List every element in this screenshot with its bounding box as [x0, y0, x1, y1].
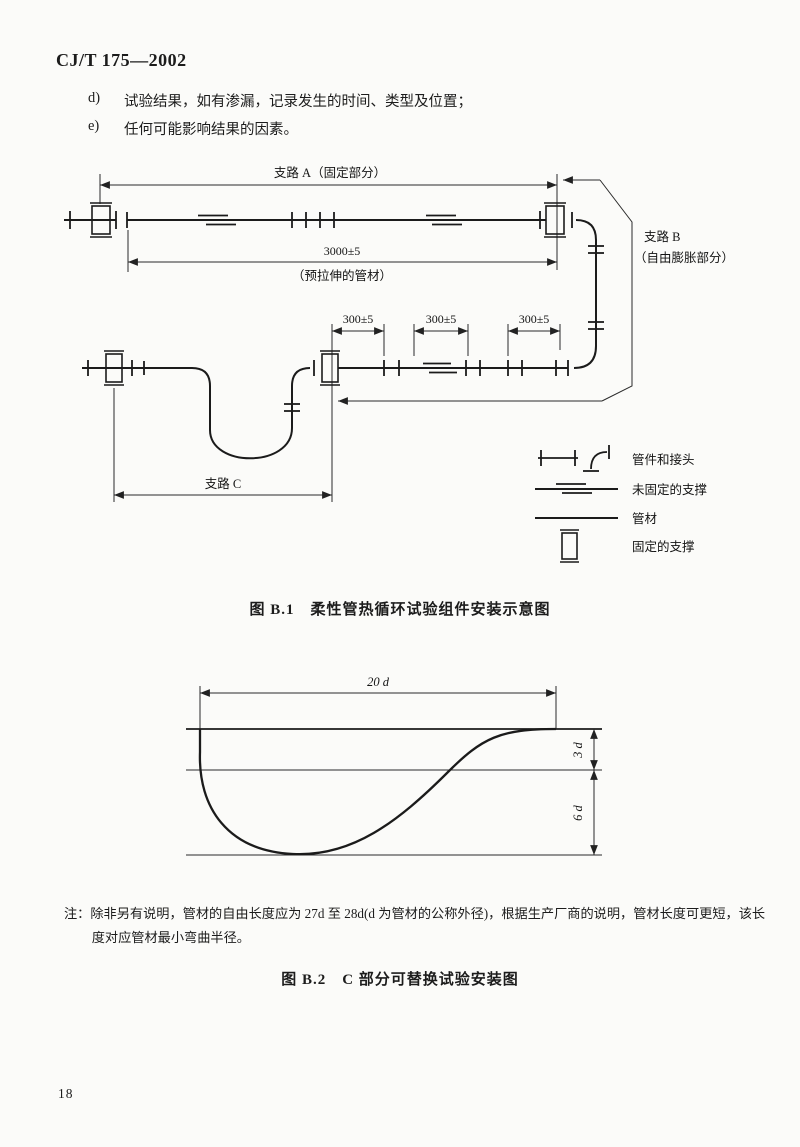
branch-b-label-2: （自由膨胀部分）: [634, 250, 734, 265]
branch-b-bracket: 支路 B （自由膨胀部分）: [338, 176, 734, 405]
dimension-3000: 3000±5 （预拉伸的管材）: [127, 230, 557, 283]
fixed-support-symbol: [544, 202, 566, 238]
dimension-6d: 6 d: [571, 770, 598, 855]
branch-a-pipe: [64, 202, 597, 241]
dim-300-label-1: 300±5: [343, 312, 374, 326]
dim-3000-sublabel: （预拉伸的管材）: [292, 268, 392, 283]
dimension-branch-c: 支路 C: [113, 388, 332, 502]
list-item-e: e) 任何可能影响结果的因素。: [88, 118, 298, 139]
branch-c-label: 支路 C: [205, 476, 241, 491]
dim-3d-label: 3 d: [571, 741, 585, 758]
page-number: 18: [58, 1086, 74, 1101]
legend-unfixed-support-icon: [535, 483, 618, 494]
figure-b1-diagram: 支路 A（固定部分）: [64, 165, 734, 563]
fixed-support-symbol: [320, 350, 340, 386]
dimension-branch-a: 支路 A（固定部分）: [99, 165, 558, 270]
dim-300-label-2: 300±5: [426, 312, 457, 326]
figure-b2-diagram: 20 d 3 d 6 d: [186, 675, 602, 856]
unfixed-support-symbol: [198, 214, 236, 226]
legend-label-pipe: 管材: [632, 511, 657, 526]
legend-label-fixed-support: 固定的支撑: [632, 539, 695, 554]
dim-20d-label: 20 d: [367, 675, 390, 689]
fixed-support-symbol: [90, 202, 112, 238]
list-marker-e: e): [88, 118, 100, 134]
figure-b1-legend: 管件和接头 未固定的支撑 管材 固定的支撑: [535, 445, 708, 563]
list-item-d: d) 试验结果，如有渗漏，记录发生的时间、类型及位置；: [88, 90, 472, 111]
figure-b1-caption: 图 B.1 柔性管热循环试验组件安装示意图: [249, 602, 551, 618]
dim-300-label-3: 300±5: [519, 312, 550, 326]
standard-number: CJ/T 175—2002: [56, 50, 187, 70]
unfixed-support-symbol: [426, 214, 462, 226]
middle-pipe: [320, 350, 568, 386]
legend-fixed-support-icon: [560, 529, 579, 563]
branch-a-label: 支路 A（固定部分）: [274, 165, 386, 180]
reference-lines: [186, 728, 602, 856]
dimension-3d: 3 d: [571, 729, 598, 770]
fixed-support-symbol: [104, 350, 124, 386]
list-text-e: 任何可能影响结果的因素。: [124, 122, 298, 138]
legend-label-unfixed-support: 未固定的支撑: [632, 482, 708, 497]
list-text-d: 试验结果，如有渗漏，记录发生的时间、类型及位置；: [124, 94, 472, 110]
figure-b2-caption: 图 B.2 C 部分可替换试验安装图: [281, 972, 519, 988]
branch-b-label-1: 支路 B: [644, 229, 680, 244]
dim-3000-label: 3000±5: [324, 244, 361, 258]
legend-label-fitting: 管件和接头: [632, 452, 695, 467]
dim-6d-label: 6 d: [571, 804, 585, 820]
pipe-curve: [198, 727, 557, 856]
branch-b-pipe: [567, 240, 604, 376]
dimension-300-group: 300±5 300±5 300±5: [331, 312, 561, 502]
legend-fitting-and-joint-icon: [538, 445, 610, 472]
figure-b2-note: 注：除非另有说明，管材的自由长度应为 27d 至 28d(d 为管材的公称外径)…: [64, 906, 766, 945]
dimension-20d: 20 d: [199, 675, 557, 729]
branch-c-pipe: [82, 350, 315, 460]
unfixed-support-symbol: [423, 362, 457, 374]
list-marker-d: d): [88, 90, 101, 106]
